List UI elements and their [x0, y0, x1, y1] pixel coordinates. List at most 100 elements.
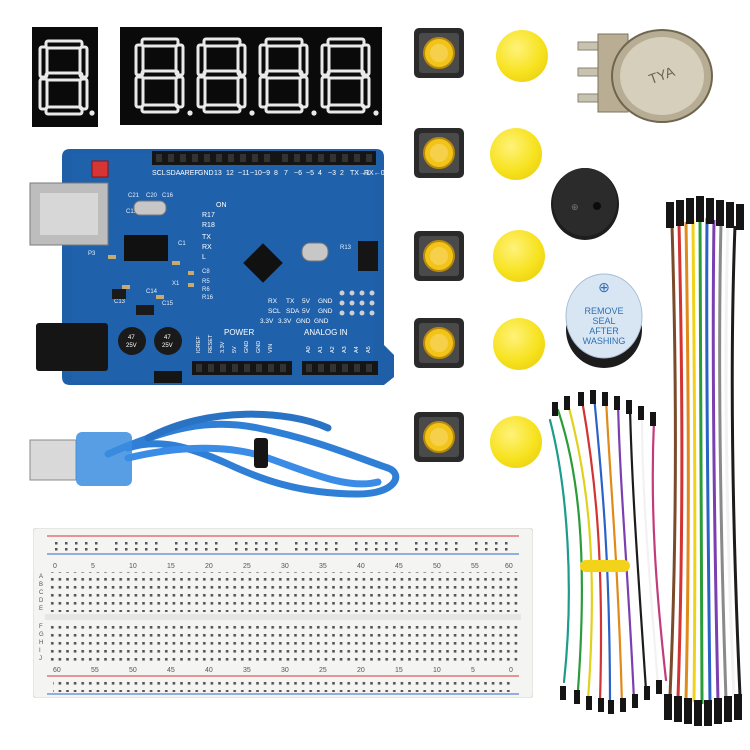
power-label: POWER — [224, 328, 254, 337]
column-number: 45 — [395, 563, 403, 570]
pin-label: 7 — [284, 170, 288, 177]
column-number: 35 — [319, 563, 327, 570]
row-letter: D — [39, 598, 44, 604]
dupont-ribbon-cable — [664, 196, 744, 726]
power-header — [192, 361, 292, 375]
pin-label: TX→1 — [350, 170, 370, 177]
power-pin-label: IOREF — [196, 336, 202, 353]
column-number: 60 — [505, 563, 513, 570]
svg-text:⊕: ⊕ — [598, 279, 610, 295]
crystal-oscillator — [301, 242, 329, 262]
pin-label: 8 — [274, 170, 278, 177]
tact-switch — [414, 28, 464, 78]
usb-cable — [29, 410, 400, 498]
column-number: 45 — [167, 667, 175, 674]
reset-button — [91, 160, 109, 178]
breadboard: 0 5 10 15 20 25 30 35 40 45 50 55 60 A B… — [33, 528, 533, 698]
column-number: 15 — [167, 563, 175, 570]
column-number: 15 — [395, 667, 403, 674]
column-number: 35 — [243, 667, 251, 674]
pin-label: SDA — [166, 170, 181, 177]
cap-voltage: 25V — [126, 343, 137, 349]
pin-label: AREF — [180, 170, 199, 177]
row-letter: I — [39, 648, 41, 654]
power-pin-label: VIN — [268, 344, 274, 353]
analog-pin-label: A5 — [366, 346, 372, 353]
silk-label: GND — [314, 318, 329, 325]
part-label: R16 — [202, 295, 214, 301]
pin-label: ~9 — [262, 170, 270, 177]
center-channel — [45, 614, 521, 620]
sticker-line-3: AFTER — [589, 326, 619, 336]
column-number: 30 — [281, 667, 289, 674]
tact-switch — [414, 412, 464, 462]
analog-pin-label: A4 — [354, 346, 360, 353]
part-label: C12 — [126, 209, 138, 215]
column-number: 40 — [357, 563, 365, 570]
pin-label: GND — [198, 170, 214, 177]
part-label: C14 — [146, 289, 158, 295]
tact-switch — [414, 318, 464, 368]
silk-label: GND — [318, 308, 333, 315]
jumper-wire-bundle — [548, 390, 668, 714]
pin-label: ~6 — [294, 170, 302, 177]
part-label: C16 — [162, 193, 174, 199]
part-label: R13 — [340, 245, 352, 251]
column-number: 20 — [357, 667, 365, 674]
analog-in-label: ANALOG IN — [304, 328, 348, 337]
part-label: C1 — [178, 241, 186, 247]
column-number: 50 — [433, 563, 441, 570]
piezo-disk-buzzer: ⊕ — [551, 168, 619, 240]
column-number: 55 — [471, 563, 479, 570]
button-cap — [493, 230, 545, 282]
row-letter: F — [39, 624, 43, 630]
led-label: R18 — [202, 222, 215, 229]
silk-label: RX — [268, 298, 278, 305]
silk-label: GND — [318, 298, 333, 305]
part-label: R6 — [202, 287, 210, 293]
tact-switch — [414, 231, 464, 281]
row-letter: A — [39, 574, 43, 580]
row-letter: B — [39, 582, 43, 588]
silk-label: GND — [296, 318, 311, 325]
pin-label: SCL — [152, 170, 166, 177]
power-pin-label: 3.3V — [220, 341, 226, 353]
analog-pin-label: A3 — [342, 346, 348, 353]
silk-label: SDA — [286, 308, 300, 315]
single-digit-seven-segment-display — [32, 27, 98, 127]
silk-label: 5V — [302, 308, 311, 315]
cap-value: 47 — [128, 335, 135, 341]
segment-group — [38, 39, 89, 116]
analog-pin-label: A1 — [318, 346, 324, 353]
pin-label: ~11 — [238, 170, 249, 177]
usb-serial-chip — [124, 235, 168, 261]
part-label: C20 — [146, 193, 158, 199]
column-number: 0 — [53, 563, 57, 570]
electrolytic-capacitor: 47 25V — [118, 327, 146, 355]
button-cap — [493, 318, 545, 370]
dc-power-jack — [36, 323, 108, 371]
svg-text:⊕: ⊕ — [571, 202, 579, 212]
row-letter: J — [39, 656, 42, 662]
usb-a-plug — [29, 439, 77, 481]
pin-label: 12 — [226, 170, 234, 177]
row-letter: E — [39, 606, 43, 612]
column-number: 25 — [319, 667, 327, 674]
four-digit-seven-segment-display — [120, 27, 382, 125]
tact-switch — [414, 128, 464, 178]
column-number: 5 — [471, 667, 475, 674]
silk-label: 3.3V — [260, 318, 274, 325]
part-label: P3 — [88, 251, 96, 257]
part-label: C13 — [114, 299, 126, 305]
power-pin-label: RESET — [208, 334, 214, 353]
power-pin-label: GND — [244, 341, 250, 353]
part-label: R5 — [202, 279, 210, 285]
column-number: 0 — [509, 667, 513, 674]
column-number: 5 — [91, 563, 95, 570]
column-number: 20 — [205, 563, 213, 570]
column-number: 30 — [281, 563, 289, 570]
column-number: 25 — [243, 563, 251, 570]
led-label: R17 — [202, 212, 215, 219]
electrolytic-capacitor: 47 25V — [154, 327, 182, 355]
button-cap — [496, 30, 548, 82]
